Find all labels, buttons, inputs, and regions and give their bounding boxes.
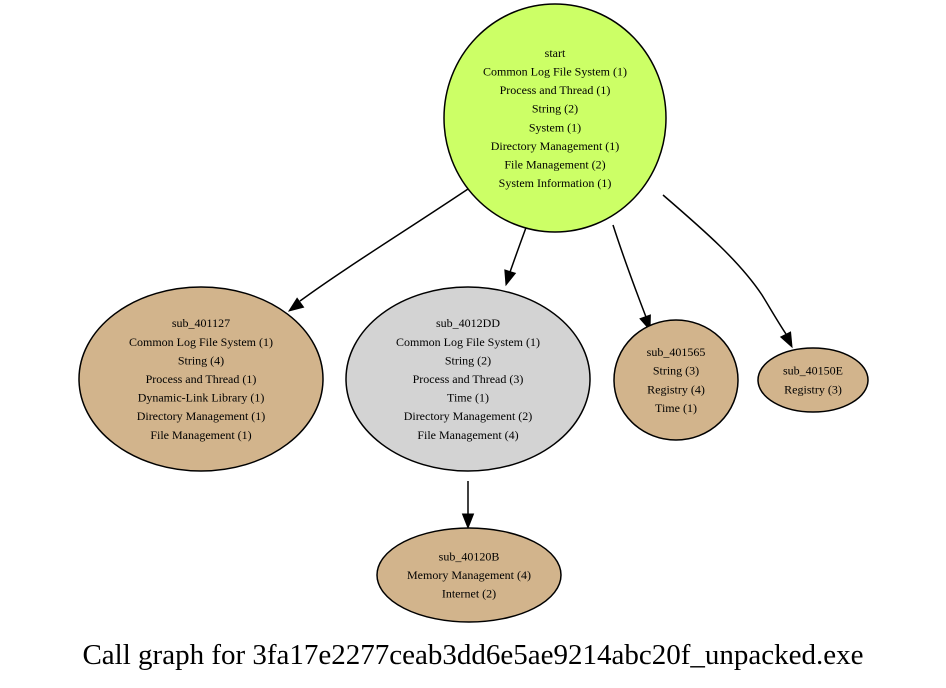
node-api-line: Directory Management (2) [404, 409, 533, 423]
node-api-line: Time (1) [447, 391, 489, 405]
node-api-line: Process and Thread (1) [146, 372, 257, 386]
node-api-line: Registry (4) [647, 382, 705, 396]
node-title: sub_401565 [647, 345, 706, 359]
node-shape-sub_40120B [376, 527, 562, 623]
node-api-line: Process and Thread (3) [413, 372, 524, 386]
node-api-line: Directory Management (1) [491, 139, 620, 153]
node-shape-sub_40150E [757, 347, 869, 413]
arrowhead-sub_4012DD [504, 269, 517, 287]
node-api-line: System (1) [529, 120, 581, 134]
node-api-line: File Management (1) [150, 428, 251, 442]
node-shape-sub_4012DD [345, 286, 591, 472]
node-title: sub_4012DD [436, 316, 500, 330]
node-title: sub_40120B [439, 549, 500, 563]
node-api-line: String (2) [445, 353, 491, 367]
edge-start-to-sub_401127 [299, 186, 472, 302]
node-api-line: System Information (1) [499, 176, 612, 190]
node-api-line: File Management (2) [504, 158, 605, 172]
node-api-line: Directory Management (1) [137, 409, 266, 423]
node-api-line: Registry (3) [784, 382, 842, 396]
arrowhead-sub_40120B [461, 513, 475, 530]
node-shape-start [443, 3, 667, 233]
edge-start-to-sub_401565 [612, 224, 647, 318]
edge-start-to-sub_40150E [662, 194, 787, 335]
node-api-line: String (3) [653, 364, 699, 378]
node-shape-sub_401565 [613, 319, 739, 441]
node-api-line: Common Log File System (1) [396, 335, 540, 349]
edges [287, 186, 793, 530]
arrowhead-sub_401127 [287, 297, 305, 312]
arrowhead-sub_40150E [779, 331, 793, 349]
graph-caption: Call graph for 3fa17e2277ceab3dd6e5ae921… [82, 639, 863, 671]
node-title: start [545, 46, 566, 60]
node-api-line: String (2) [532, 102, 578, 116]
node-api-line: Time (1) [655, 401, 697, 415]
node-api-line: Process and Thread (1) [500, 83, 611, 97]
node-api-line: File Management (4) [417, 428, 518, 442]
node-title: sub_401127 [172, 316, 230, 330]
node-sub_40120B: sub_40120B Memory Management (4) Internet … [376, 527, 562, 623]
node-api-line: String (4) [178, 353, 224, 367]
node-api-line: Common Log File System (1) [483, 65, 627, 79]
node-api-line: Internet (2) [442, 587, 496, 601]
node-sub_4012DD: sub_4012DD Common Log File System (1) Stri… [345, 286, 591, 472]
node-api-line: Dynamic-Link Library (1) [138, 391, 265, 405]
node-sub_40150E: sub_40150E Registry (3) [757, 347, 869, 413]
node-shape-sub_401127 [78, 286, 324, 472]
node-title: sub_40150E [783, 364, 843, 378]
edge-start-to-sub_4012DD [509, 224, 528, 273]
node-api-line: Common Log File System (1) [129, 335, 273, 349]
node-api-line: Memory Management (4) [407, 568, 531, 582]
